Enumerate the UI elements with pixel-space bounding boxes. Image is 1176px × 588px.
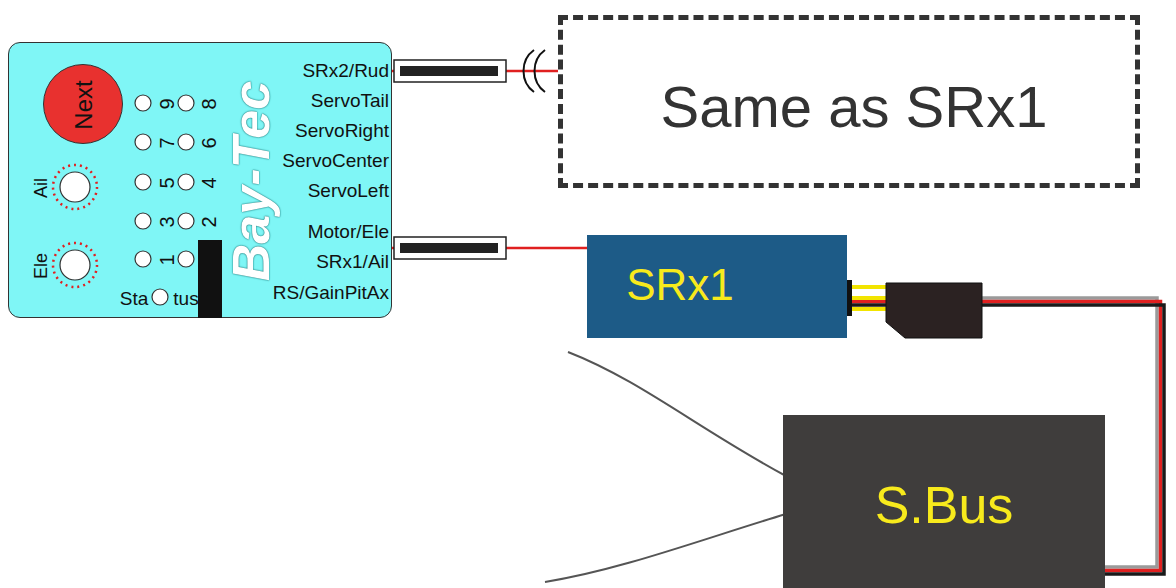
led-number: 8 [199,98,219,109]
led-number: 9 [157,98,177,109]
port-label: Motor/Ele [308,222,389,241]
led [152,289,168,305]
led-number: 4 [199,177,219,188]
knob-ring [53,165,97,209]
port-label: ServoLeft [308,181,389,200]
led-number: 3 [157,216,177,227]
led-number: 2 [199,216,219,227]
servo-plug [394,237,506,259]
node-text: Same as SRx1 [661,78,1048,136]
status-label: tus [173,289,198,308]
next-button: Next [43,64,123,144]
node-text: SRx1 [626,263,734,307]
led [135,134,151,150]
port-label: RS/GainPitAx [273,283,389,302]
antenna [568,352,786,476]
led [178,251,194,267]
sbus-receiver: S.Bus [783,415,1105,588]
led [135,174,151,190]
knob-label: Ele [32,253,50,279]
led [178,213,194,229]
connector-bar [198,240,222,318]
port-label: SRx1/Ail [316,252,389,271]
port-label: SRx2/Rud [302,61,389,80]
satellite-receiver: SRx1 [587,235,847,338]
status-label: Sta [120,289,149,308]
led-number: 1 [157,254,177,265]
placeholder-box: Same as SRx1 [558,15,1140,188]
led [135,95,151,111]
led [178,174,194,190]
knob-label: Ail [32,178,50,198]
port-label: ServoCenter [282,151,389,170]
led [135,251,151,267]
antenna [545,514,786,582]
cable-connector [886,283,982,338]
node-text: Bay-Tec [225,81,277,281]
led-number: 7 [157,137,177,148]
servo-plug [394,60,506,82]
node-text: S.Bus [875,479,1014,531]
break-symbol [524,50,535,92]
led [178,95,194,111]
port-label: ServoTail [311,91,389,110]
node-text: Next [72,80,96,129]
port-label: ServoRight [295,121,389,140]
pin-header [846,280,888,316]
knob [60,172,90,202]
controller-board: Bay-Tec Next SRx2/RudServoTailServoRightSe… [8,42,392,318]
knob-ring [53,243,97,287]
led [178,134,194,150]
led-number: 6 [199,137,219,148]
break-symbol [535,50,546,92]
led-number: 5 [157,177,177,188]
led [135,213,151,229]
knob [60,250,90,280]
